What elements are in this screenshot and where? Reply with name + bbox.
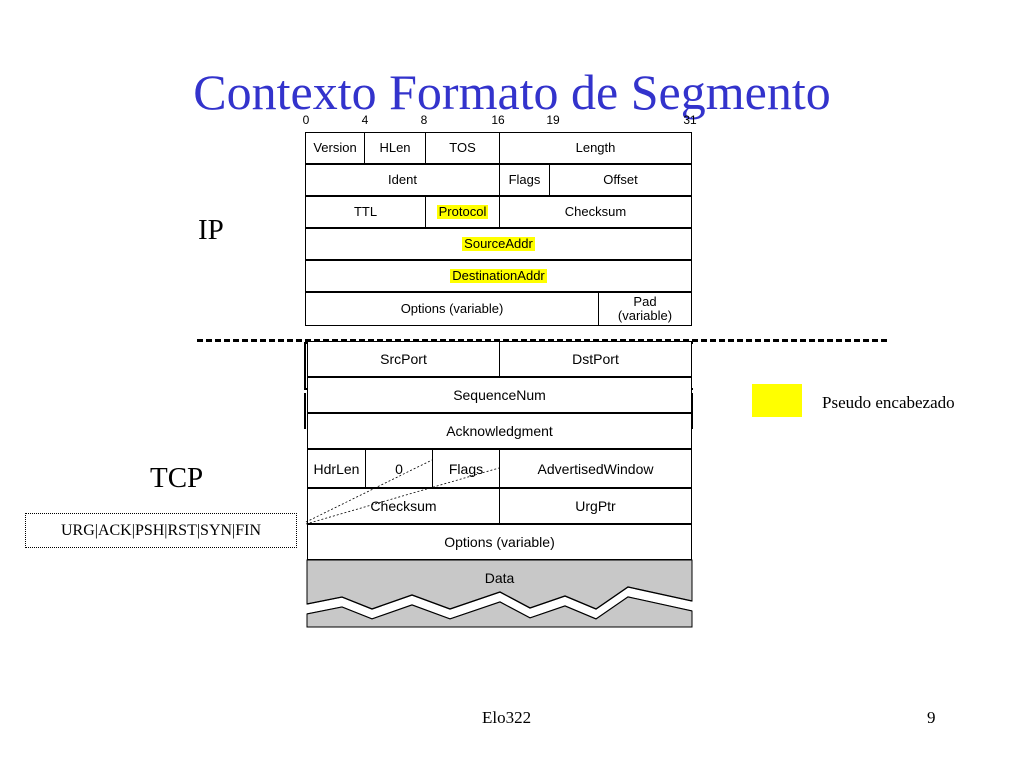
ip-destinationaddr-field: DestinationAddr [305,260,692,292]
ip-ttl-field: TTL [305,196,426,228]
ip-ident-field: Ident [305,164,500,196]
tcp-urgptr-field: UrgPtr [499,488,692,524]
slide-number: 9 [927,708,936,727]
tcp-flags-field: Flags [432,449,500,488]
bit-position-0: 0 [302,113,310,127]
tcp-flags-callout: URG|ACK|PSH|RST|SYN|FIN [25,513,297,548]
flags-connector-line-top [305,459,433,523]
bit-position-16: 16 [491,113,505,127]
tcp-options-field: Options (variable) [307,524,692,560]
footer-center-text: Elo322 [482,708,532,727]
ip-offset-field: Offset [549,164,692,196]
bit-position-4: 4 [361,113,369,127]
data-bottom-strip [306,596,693,628]
ip-tcp-divider [197,339,887,342]
bit-position-19: 19 [546,113,560,127]
tcp-section-label: TCP [150,462,204,494]
tcp-acknowledgment-field: Acknowledgment [307,413,692,449]
bit-position-8: 8 [420,113,428,127]
tcp-advertisedwindow-field: AdvertisedWindow [499,449,692,488]
ip-pad-field: Pad (variable) [598,292,692,326]
data-torn-edge-upper [306,586,693,610]
ip-length-field: Length [499,132,692,164]
ip-checksum-field: Checksum [499,196,692,228]
slide-title: Contexto Formato de Segmento [193,64,831,120]
tcp-back-frame-mid [304,393,693,429]
legend-label: Pseudo encabezado [822,393,955,412]
tcp-hdrlen-field: HdrLen [307,449,366,488]
tcp-sequencenum-field: SequenceNum [307,377,692,413]
ip-destinationaddr-label: DestinationAddr [450,268,547,283]
ip-sourceaddr-label: SourceAddr [462,236,535,251]
tcp-dstport-field: DstPort [499,341,692,377]
legend-swatch [752,384,802,417]
ip-protocol-field: Protocol [425,196,500,228]
ip-protocol-label: Protocol [436,204,489,219]
ip-section-label: IP [198,214,224,246]
ip-options-field: Options (variable) [305,292,599,326]
ip-hlen-field: HLen [364,132,426,164]
flags-connector-line-bottom [305,467,500,525]
tcp-data-label: Data [484,570,515,586]
bit-position-31: 31 [683,113,697,127]
tcp-srcport-field: SrcPort [307,341,500,377]
ip-flags-field: Flags [499,164,550,196]
ip-sourceaddr-field: SourceAddr [305,228,692,260]
